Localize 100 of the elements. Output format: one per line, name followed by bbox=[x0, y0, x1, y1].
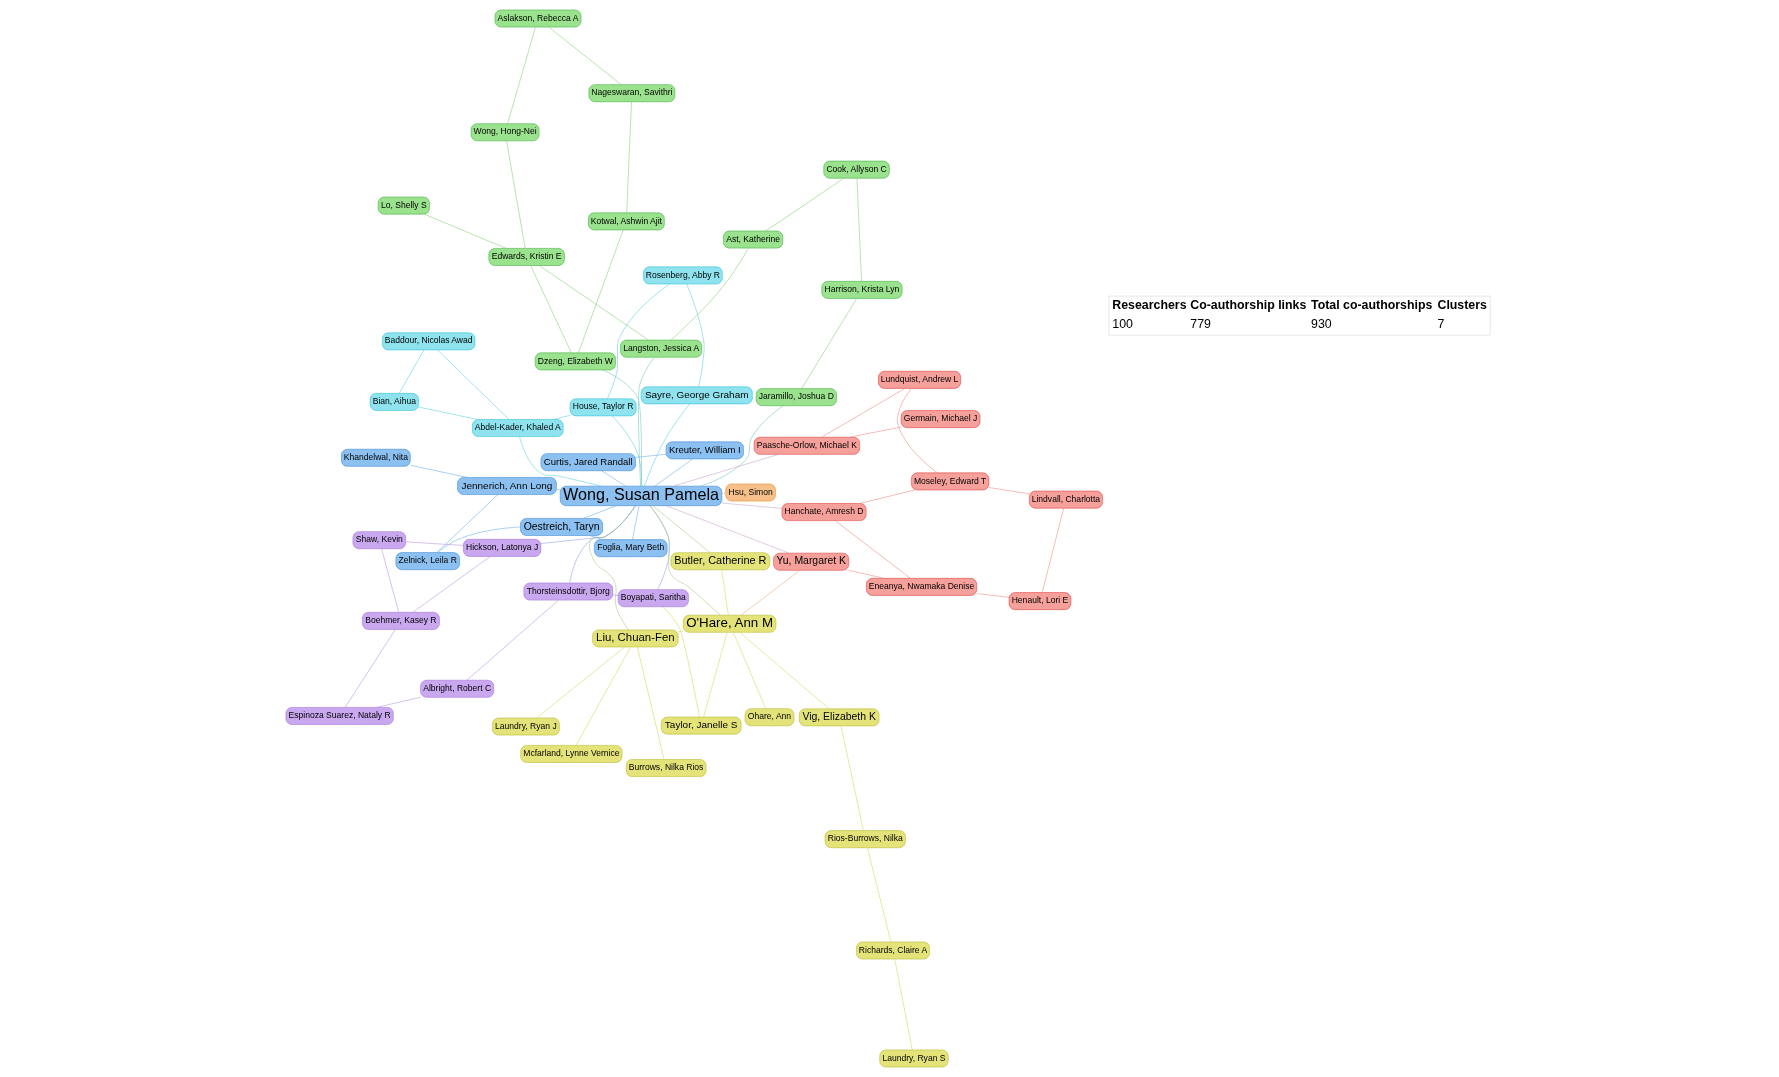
label: Total co-authorships bbox=[1311, 297, 1433, 312]
label: 7 bbox=[1437, 316, 1445, 331]
connector bbox=[575, 646, 631, 746]
connector bbox=[840, 725, 864, 831]
connector bbox=[670, 247, 749, 341]
connector bbox=[859, 489, 916, 504]
connector bbox=[635, 454, 667, 458]
node-box: Wong, Susan Pamela bbox=[559, 485, 723, 506]
connector bbox=[654, 458, 694, 487]
node-box: Espinoza Suarez, Nataly R bbox=[285, 707, 394, 725]
connector bbox=[637, 646, 665, 760]
node-box: Zelnick, Leila R bbox=[395, 552, 460, 570]
node-box: Jennerich, Ann Long bbox=[457, 477, 557, 495]
node-box: Laundry, Ryan J bbox=[492, 717, 560, 736]
connector bbox=[721, 493, 726, 494]
node-box: Vig, Elizabeth K bbox=[798, 708, 880, 727]
connector bbox=[381, 548, 399, 613]
node-box: Moseley, Edward T bbox=[911, 472, 990, 491]
node-box: Foglia, Mary Beth bbox=[594, 539, 668, 557]
node-box: Ast, Katherine bbox=[723, 230, 784, 249]
node-box: Harrison, Krista Lyn bbox=[821, 281, 903, 299]
node-box: Thorsteinsdottir, Bjorg bbox=[523, 582, 614, 601]
connector bbox=[539, 265, 649, 341]
connector bbox=[856, 178, 862, 282]
connector bbox=[552, 415, 571, 420]
node-box: Boehmer, Kasey R bbox=[362, 612, 440, 630]
connector bbox=[376, 696, 421, 708]
connector bbox=[638, 356, 655, 487]
node-box: Shaw, Kevin bbox=[352, 531, 406, 550]
connector bbox=[765, 178, 845, 232]
connector bbox=[536, 646, 625, 719]
node-box: Abdel-Kader, Khaled A bbox=[472, 419, 564, 437]
connector bbox=[530, 265, 572, 353]
connector bbox=[424, 213, 507, 249]
label: 100 bbox=[1112, 316, 1133, 331]
node-box: Hsu, Simon bbox=[725, 483, 776, 502]
node-box: Nageswaran, Savithri bbox=[588, 84, 676, 103]
connector bbox=[894, 958, 913, 1051]
node-box: Rios-Burrows, Nilka bbox=[824, 830, 906, 848]
connector bbox=[652, 505, 711, 553]
connector bbox=[410, 464, 468, 478]
node-box: Bian, Aihua bbox=[369, 393, 419, 411]
connector bbox=[834, 520, 911, 579]
node-box: Albright, Robert C bbox=[420, 679, 495, 698]
connector bbox=[1041, 507, 1064, 593]
label: Co-authorship links bbox=[1190, 297, 1307, 312]
connector bbox=[740, 570, 801, 616]
node-box: Hickson, Latonya J bbox=[463, 539, 542, 557]
node-box: Langston, Jessica A bbox=[620, 339, 703, 358]
node-box: Cook, Allyson C bbox=[823, 160, 890, 179]
connector bbox=[700, 405, 784, 487]
connector bbox=[686, 283, 705, 387]
connector bbox=[897, 388, 938, 474]
node-box: Jaramillo, Joshua D bbox=[755, 388, 837, 406]
label: Researchers bbox=[1112, 297, 1187, 312]
connector bbox=[418, 406, 478, 420]
node-box: Rosenberg, Abby R bbox=[643, 266, 723, 285]
connector bbox=[673, 454, 779, 487]
node-box: Richards, Claire A bbox=[856, 941, 930, 960]
node-box: Oestreich, Taryn bbox=[520, 518, 603, 536]
connector bbox=[849, 426, 902, 438]
connector bbox=[677, 630, 684, 633]
connector bbox=[412, 556, 491, 613]
connector bbox=[466, 599, 559, 681]
connector bbox=[662, 606, 700, 718]
node-box: Ohare, Ann bbox=[744, 708, 795, 727]
connector bbox=[632, 505, 640, 540]
node-box: Lo, Shelly S bbox=[377, 196, 430, 215]
node-box: Kreuter, William I bbox=[665, 441, 744, 460]
connector bbox=[601, 470, 626, 487]
node-box: Burrows, Nilka Rios bbox=[625, 759, 707, 777]
connector bbox=[436, 494, 499, 553]
connector bbox=[506, 140, 526, 249]
connector bbox=[437, 349, 510, 420]
node-box: Taylor, Janelle S bbox=[660, 716, 742, 735]
node-box: Edwards, Kristin E bbox=[488, 248, 565, 266]
connector bbox=[519, 436, 603, 487]
connector bbox=[721, 502, 783, 509]
connector bbox=[612, 594, 619, 596]
node-box: Yu, Margaret K bbox=[773, 552, 850, 571]
connector bbox=[626, 101, 632, 214]
connector bbox=[556, 489, 561, 491]
connector bbox=[867, 847, 892, 943]
node-box: Aslakson, Rebecca A bbox=[494, 9, 582, 28]
node-box: Baddour, Nicolas Awad bbox=[382, 332, 476, 351]
connector bbox=[703, 632, 728, 718]
connector bbox=[721, 569, 729, 616]
connector bbox=[507, 26, 536, 124]
connector bbox=[398, 349, 425, 394]
connector bbox=[801, 298, 857, 389]
node-box: Wong, Hong-Nei bbox=[470, 123, 540, 142]
node-box: Curtis, Jared Randall bbox=[540, 453, 636, 472]
connector bbox=[666, 505, 790, 554]
node-box: Lundquist, Andrew L bbox=[878, 371, 961, 389]
connector bbox=[607, 283, 670, 399]
connector bbox=[988, 487, 1030, 495]
label: 779 bbox=[1190, 316, 1211, 331]
node-box: Hanchate, Amresh D bbox=[781, 503, 867, 521]
node-box: Germain, Michael J bbox=[900, 410, 981, 428]
connector bbox=[589, 505, 636, 631]
